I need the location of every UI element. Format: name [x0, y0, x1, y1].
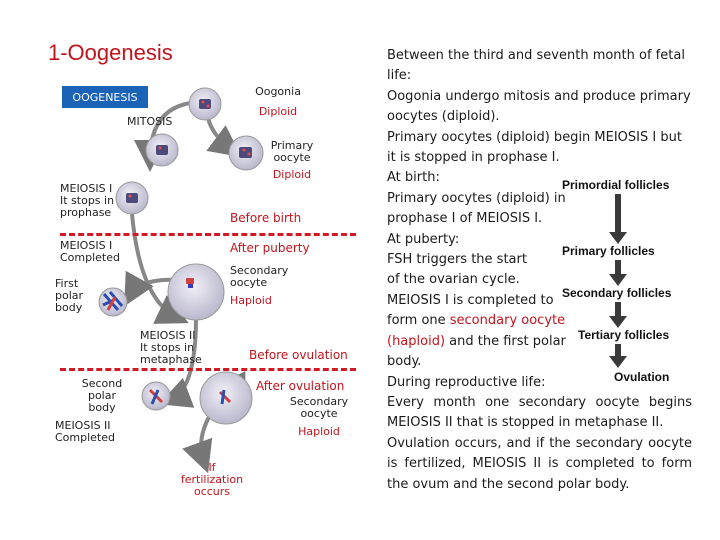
- text-reproductive-life: During reproductive life:: [387, 374, 546, 390]
- arrow-fertilization: [182, 414, 213, 474]
- text-oogonia-mitosis: Oogonia undergo mitosis and produce prim…: [387, 88, 691, 125]
- text-ovulation-occurs: Ovulation occurs, and if the secondary o…: [387, 435, 692, 492]
- text-ovarian-cycle: of the ovarian cycle.: [387, 272, 520, 288]
- page-title: 1-Oogenesis: [48, 40, 173, 65]
- after-ovulation-label: After ovulation: [256, 379, 345, 393]
- secondary-oocyte-label: Secondary oocyte Haploid: [230, 265, 288, 307]
- first-polar-body: [98, 287, 128, 317]
- meiosis1-completed-line2: Completed: [60, 251, 120, 264]
- secondary-oocyte-lower-line2: oocyte: [300, 407, 338, 420]
- meiosis2-completed-line1: MEIOSIS II: [55, 419, 111, 432]
- meiosis1-stop-line1: MEIOSIS I: [60, 182, 113, 195]
- arrow-down-icon: [609, 194, 627, 244]
- first-polar-body-label: First polar body: [55, 278, 83, 314]
- first-polar-body-line3: body: [55, 301, 83, 314]
- oogonia-line2: Diploid: [258, 105, 298, 118]
- secondary-oocyte-lower-label: Secondary oocyte Haploid: [286, 396, 352, 438]
- text-at-puberty: At puberty:: [387, 231, 460, 247]
- text-secondary-oocyte: secondary oocyte: [449, 313, 566, 329]
- follicle-primordial: Primordial follicles: [562, 178, 670, 192]
- meiosis2-completed-label: MEIOSIS II Completed: [55, 420, 115, 444]
- fertilization-line2: occurs: [193, 485, 231, 498]
- explanation-text: Between the third and seventh month of f…: [387, 46, 692, 495]
- text-fetal-life: Between the third and seventh month of f…: [387, 48, 685, 84]
- second-polar-body-line2: polar: [87, 389, 117, 402]
- second-polar-body-label: Second polar body: [72, 378, 132, 414]
- text-fsh: FSH triggers the start: [387, 252, 527, 268]
- meiosis1-completed-line1: MEIOSIS I: [60, 239, 113, 252]
- meiosis2-stop-line2: It stops in: [140, 341, 195, 354]
- divider-ovulation: [60, 368, 356, 371]
- meiosis1-stop-line2: It stops in: [60, 194, 115, 207]
- first-polar-body-line2: polar: [55, 289, 84, 302]
- primary-oocyte-line3: Diploid: [272, 168, 312, 181]
- second-polar-body-line3: body: [88, 401, 116, 414]
- arrow-down-icon: [609, 302, 627, 328]
- meiosis2-stop-label: MEIOSIS II It stops in metaphase: [140, 330, 202, 366]
- text-birth-prophase: prophase I of MEIOSIS I.: [387, 211, 543, 227]
- meiosis1-completed-label: MEIOSIS I Completed: [60, 240, 120, 264]
- text-primary-begin: Primary oocytes (diploid) begin MEIOSIS …: [387, 129, 682, 145]
- first-polar-body-line1: First: [55, 277, 79, 290]
- secondary-oocyte-lower-line1: Secondary: [289, 395, 349, 408]
- fertilization-label: If fertilization occurs: [180, 462, 244, 498]
- arrow-down-icon: [609, 344, 627, 368]
- follicle-ovulation: Ovulation: [614, 370, 670, 384]
- secondary-oocyte-lower-cell: [199, 371, 253, 425]
- text-meiosis1-completed: MEIOSIS I is completed to: [387, 292, 554, 308]
- oogonia-cell: [188, 87, 222, 121]
- arrow-meiosis2: [158, 317, 198, 408]
- second-polar-body-line1: Second: [81, 377, 123, 390]
- oogenesis-label: OOGENESIS: [62, 86, 148, 108]
- secondary-oocyte-line3: Haploid: [230, 294, 272, 307]
- oogenesis-diagram: [98, 87, 264, 474]
- after-puberty-label: After puberty: [230, 241, 310, 255]
- primary-oocyte-prophase-cell: [115, 181, 149, 215]
- secondary-oocyte-line1: Secondary: [230, 264, 289, 277]
- before-ovulation-label: Before ovulation: [249, 348, 348, 362]
- text-primary-stopped: it is stopped in prophase I.: [387, 150, 560, 166]
- primary-oocyte-line2: oocyte: [273, 151, 311, 164]
- secondary-oocyte-cell: [167, 263, 225, 321]
- text-body: body.: [387, 354, 422, 370]
- primary-oocyte-line1: Primary: [270, 139, 314, 152]
- arrow-down-icon: [609, 260, 627, 286]
- text-birth-oocytes: Primary oocytes (diploid) in: [387, 190, 566, 206]
- secondary-oocyte-lower-line3: Haploid: [298, 425, 340, 438]
- text-haploid-polar: (haploid) and the first polar: [387, 332, 692, 352]
- arrow-oogonia-primary: [206, 117, 242, 158]
- primary-oocyte-cell: [228, 135, 264, 171]
- meiosis1-stop-label: MEIOSIS I It stops in prophase: [60, 183, 114, 219]
- divider-birth-puberty: [60, 233, 356, 236]
- mitosis-cell: [145, 133, 179, 167]
- meiosis1-stop-line3: prophase: [60, 206, 112, 219]
- follicle-tertiary: Tertiary follicles: [578, 328, 670, 342]
- follicle-primary: Primary follicles: [562, 244, 655, 258]
- mitosis-label: MITOSIS: [127, 115, 173, 128]
- oogonia-label: Oogonia Diploid: [248, 86, 308, 118]
- text-first-polar: and the first polar: [445, 333, 566, 349]
- meiosis2-stop-line3: metaphase: [140, 353, 202, 366]
- oogonia-line1: Oogonia: [255, 85, 301, 98]
- text-form-one: form one: [387, 313, 450, 329]
- text-haploid: (haploid): [387, 333, 446, 349]
- meiosis2-stop-line1: MEIOSIS II: [140, 329, 196, 342]
- before-birth-label: Before birth: [230, 211, 302, 225]
- second-polar-body: [141, 381, 171, 411]
- secondary-oocyte-line2: oocyte: [230, 276, 268, 289]
- text-form-secondary: form one secondary oocyte: [387, 311, 692, 331]
- meiosis2-completed-line2: Completed: [55, 431, 115, 444]
- text-at-birth: At birth:: [387, 170, 440, 186]
- text-every-month: Every month one secondary oocyte begins …: [387, 394, 692, 431]
- fertilization-line1: If fertilization: [180, 461, 244, 486]
- primary-oocyte-label: Primary oocyte Diploid: [262, 140, 322, 181]
- follicle-arrows: [609, 194, 627, 368]
- follicle-secondary: Secondary follicles: [562, 286, 672, 300]
